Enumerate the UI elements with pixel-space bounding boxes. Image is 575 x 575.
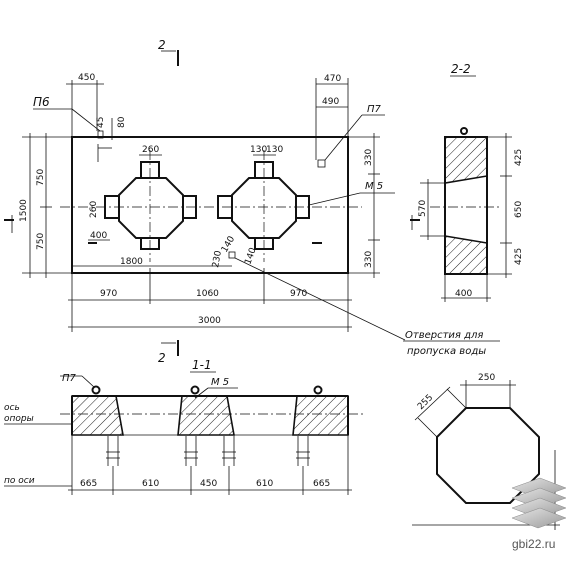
dim-250: 250 [478,373,495,383]
dim-970-right: 970 [290,289,307,299]
dim-665-left: 665 [80,479,97,489]
dim-610-left: 610 [142,479,159,489]
dim-260-top: 260 [142,145,159,155]
label-p6: П6 [33,95,50,109]
dim-45: 45 [96,117,106,128]
dim-970-left: 970 [100,289,117,299]
dim-750-bottom: 750 [36,233,46,250]
dim-260-left: 260 [89,201,99,218]
cut-2-bottom-label: 2 [158,351,166,365]
dim-570: 570 [418,200,428,217]
right-opening [217,150,310,262]
label-os: ось [4,403,20,413]
section-1-1-title: 1-1 [192,358,212,372]
label-opory: опоры [4,414,34,424]
dim-470: 470 [324,74,341,84]
dim-425-top: 425 [514,149,524,166]
dim-255: 255 [416,393,435,412]
dim-650: 650 [514,201,524,218]
dim-80: 80 [117,116,127,128]
note-water-openings-1: Отверстия для [405,330,483,341]
slab-outline [71,136,349,274]
section-label-p7: П7 [62,373,77,384]
dim-425-bottom: 425 [514,248,524,265]
label-p7: П7 [367,104,382,115]
section-1-1: 1-1 П7 М 5 ось опоры по оси [4,358,365,495]
watermark: gbi22.ru [511,477,567,551]
note-water-openings-2: пропуска воды [407,346,486,357]
dim-665-right: 665 [313,479,330,489]
label-po-osi: по оси [4,476,35,486]
section-label-m5: М 5 [211,377,229,388]
dim-130-left: 130 [250,145,267,155]
dim-3000: 3000 [198,316,221,326]
dim-130-right: 130 [266,145,283,155]
watermark-text: gbi22.ru [512,537,555,551]
dim-610-right: 610 [256,479,273,489]
dim-450-bottom: 450 [200,479,217,489]
cut-2-top-label: 2 [158,38,166,52]
section-2-2: 2-2 425 650 425 570 400 [410,62,524,302]
plan-view: 2 2 П6 П7 М 5 450 45 80 470 490 [4,38,500,365]
dim-400-section: 400 [455,289,472,299]
dim-450: 450 [78,73,95,83]
dim-230: 230 [211,250,224,269]
dim-330-bottom: 330 [364,251,374,268]
dim-1800: 1800 [120,257,143,267]
dim-330-top: 330 [364,149,374,166]
left-opening [104,150,197,262]
dim-1500: 1500 [19,199,29,222]
dim-490: 490 [322,97,339,107]
dim-400-inner: 400 [90,231,107,241]
section-2-2-title: 2-2 [451,62,471,76]
dim-1060: 1060 [196,289,219,299]
dim-750-top: 750 [36,169,46,186]
